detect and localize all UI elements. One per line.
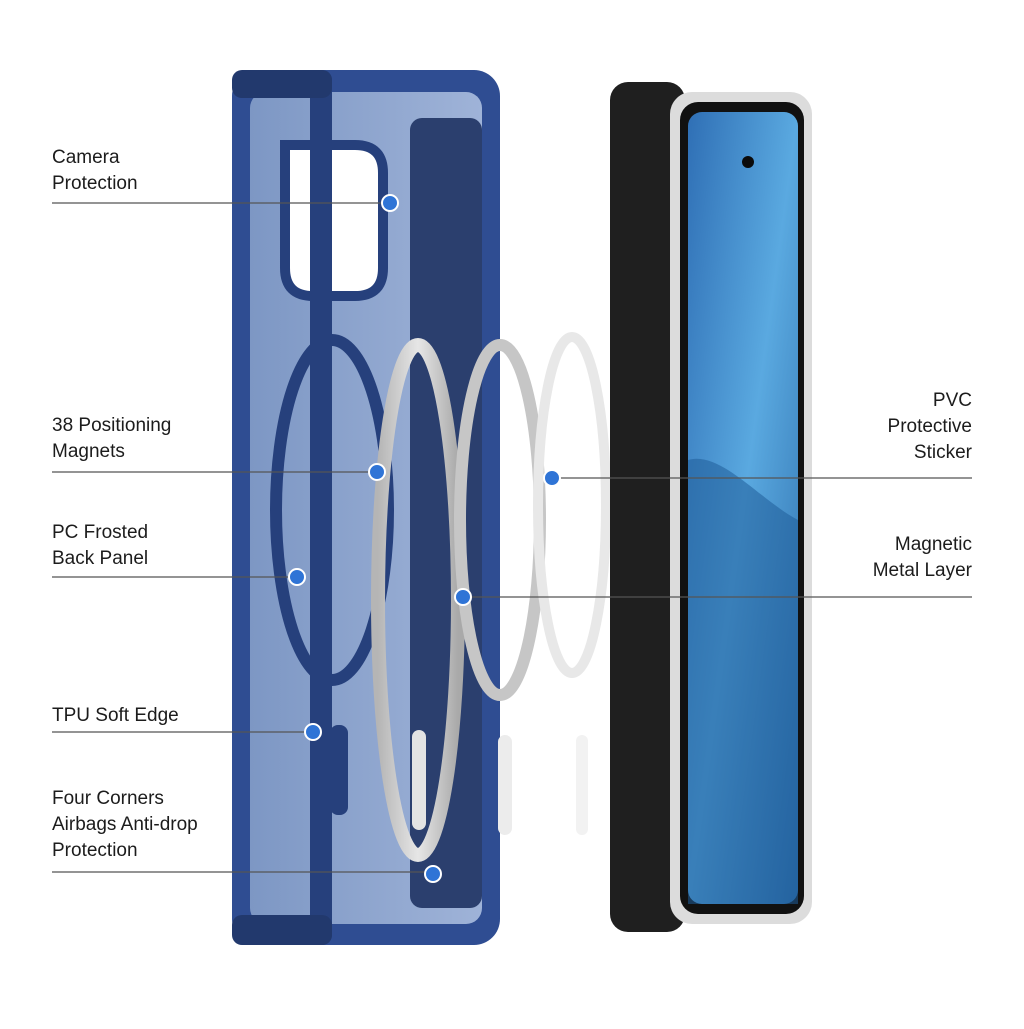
label-tpu-soft-edge: TPU Soft Edge: [52, 705, 179, 726]
marker-camera-dot: [381, 194, 399, 212]
case-bottom-bumper: [232, 915, 332, 945]
ring-tab-3: [576, 735, 588, 835]
camera-cutout: [280, 140, 388, 301]
case-inner-rail: [410, 118, 482, 908]
callout-markers: [288, 194, 561, 883]
label-magnetic-metal-layer: Magnetic Metal Layer: [872, 534, 972, 581]
label-camera-protection: Camera Protection: [52, 147, 138, 194]
marker-metal-layer-dot: [454, 588, 472, 606]
phone-side-frame: [610, 82, 685, 932]
ring-tab-2: [498, 735, 512, 835]
phone: [610, 82, 812, 932]
front-camera-icon: [742, 156, 754, 168]
marker-back-panel-dot: [288, 568, 306, 586]
label-corner-airbags: Four Corners Airbags Anti-drop Protectio…: [52, 788, 198, 861]
ring-tab-1: [412, 730, 426, 830]
label-frosted-back-panel: PC Frosted Back Panel: [52, 522, 149, 569]
marker-magnets-dot: [368, 463, 386, 481]
case-top-bumper: [232, 70, 332, 98]
case-front-edge: [310, 70, 332, 945]
marker-tpu-edge-dot: [304, 723, 322, 741]
case-side-button-slot: [330, 725, 348, 815]
screen-wallpaper-wave: [688, 458, 798, 904]
marker-pvc-dot: [543, 469, 561, 487]
label-pvc-sticker: PVC Protective Sticker: [887, 390, 972, 463]
marker-airbags-dot: [424, 865, 442, 883]
leader-lines: [52, 202, 972, 873]
label-positioning-magnets: 38 Positioning Magnets: [52, 415, 172, 462]
phone-case: [232, 70, 500, 945]
pvc-sticker-ring: [533, 332, 611, 678]
